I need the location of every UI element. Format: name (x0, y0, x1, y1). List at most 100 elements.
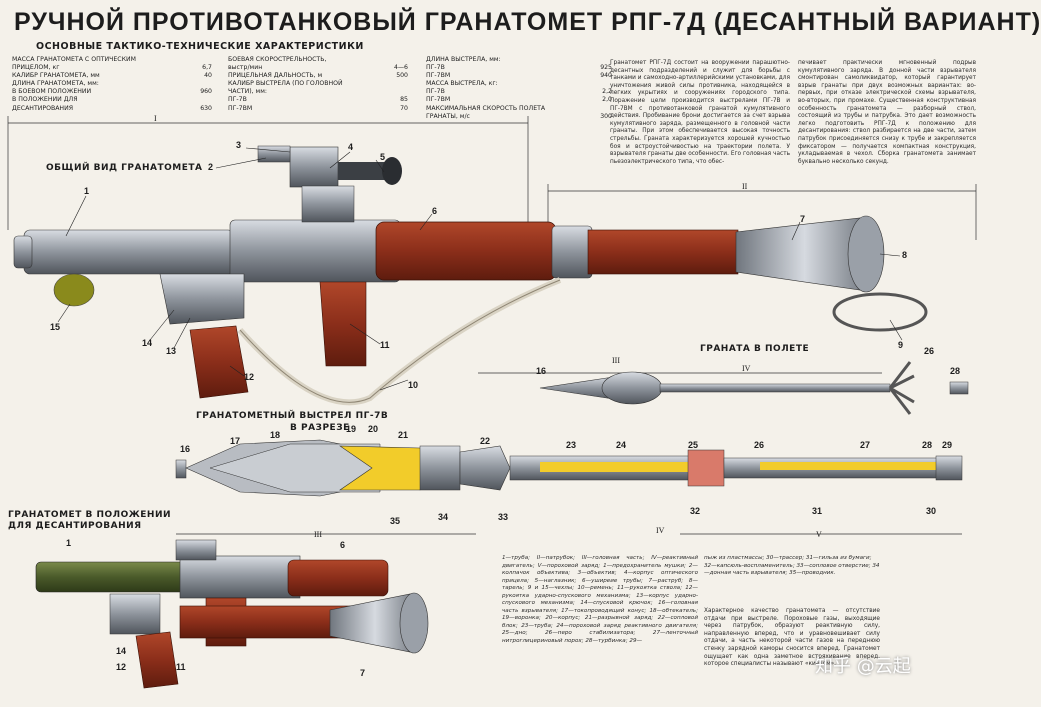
spec-row: ГРАНАТЫ, м/с 300 (426, 113, 612, 121)
part-number: 7 (360, 668, 366, 678)
spec-label: В ПОЛОЖЕНИИ ДЛЯ (12, 96, 78, 104)
part-number: 32 (690, 506, 701, 516)
part-number: 11 (176, 662, 186, 672)
part-number: 33 (498, 512, 509, 522)
caption-general-view: ОБЩИЙ ВИД ГРАНАТОМЕТА (46, 163, 203, 173)
part-number: 21 (398, 430, 409, 440)
roman-label: IV (656, 526, 665, 535)
part-number: 28 (950, 366, 961, 376)
spec-value: 85 (400, 96, 408, 104)
spec-label: ПГ-7В (426, 88, 445, 96)
part-number: 13 (166, 346, 177, 356)
spec-value: 4—6 (393, 64, 408, 72)
spec-row: ДЛИНА ВЫСТРЕЛА, мм: (426, 56, 612, 64)
part-number: 16 (180, 444, 191, 454)
spec-row: ПГ-7ВМ 940 (426, 72, 612, 80)
spec-value: 2,0 (602, 96, 612, 104)
part-number: 20 (368, 424, 379, 434)
part-number: 27 (860, 440, 871, 450)
rpg-landing-position (35, 539, 429, 689)
spec-label: выстр/мин (228, 64, 263, 72)
spec-value: 300 (600, 112, 612, 120)
part-number: 4 (348, 142, 354, 152)
description-text-a: Гранатомет РПГ-7Д состоит на вооружении … (610, 60, 790, 165)
roman-label: IV (742, 364, 751, 373)
spec-value: 70 (400, 104, 408, 112)
spec-label: ПГ-7ВМ (228, 104, 253, 112)
spec-label: В БОЕВОМ ПОЛОЖЕНИИ (12, 88, 92, 96)
spec-label: ПГ-7В (228, 96, 247, 104)
spec-label: ПРИЦЕЛОМ, кг (12, 64, 60, 72)
spec-label: ДЛИНА ВЫСТРЕЛА, мм: (426, 56, 501, 63)
spec-label: ГРАНАТЫ, м/с (426, 112, 470, 120)
spec-label: КАЛИБР ВЫСТРЕЛА (ПО ГОЛОВНОЙ (228, 80, 343, 88)
part-number: 8 (902, 250, 908, 260)
spec-label: МАКСИМАЛЬНАЯ СКОРОСТЬ ПОЛЕТА (426, 104, 546, 112)
part-number: 24 (616, 440, 627, 450)
round-cross-section (175, 439, 963, 497)
part-number: 14 (116, 646, 127, 656)
part-number: 34 (438, 512, 449, 522)
part-number: 14 (142, 338, 153, 348)
spec-label: БОЕВАЯ СКОРОСТРЕЛЬНОСТЬ, (228, 56, 327, 63)
spec-label: ПГ-7В (426, 64, 445, 72)
weapon-illustrations (7, 116, 977, 689)
grenade-in-flight (539, 361, 969, 415)
roman-label: III (612, 356, 620, 365)
spec-row: ДЛИНА ГРАНАТОМЕТА, мм: (12, 80, 212, 88)
part-number: 10 (408, 380, 419, 390)
caption-grenade-flight: ГРАНАТА В ПОЛЕТЕ (700, 344, 810, 354)
roman-label: I (154, 114, 157, 123)
description-text-c: Характерное качество гранатомета — отсут… (704, 608, 880, 668)
part-number: 30 (926, 506, 937, 516)
part-number: 17 (230, 436, 241, 446)
spec-value: 500 (396, 72, 408, 80)
spec-label: ПГ-7ВМ (426, 96, 451, 104)
spec-row: БОЕВАЯ СКОРОСТРЕЛЬНОСТЬ, (228, 56, 408, 64)
roman-label: II (742, 182, 748, 191)
part-number: 18 (270, 430, 281, 440)
spec-row: ЧАСТИ), мм: (228, 88, 408, 96)
part-number: 35 (390, 516, 401, 526)
spec-row: В ПОЛОЖЕНИИ ДЛЯ (12, 96, 212, 104)
spec-label: ПГ-7ВМ (426, 72, 451, 80)
part-number: 9 (898, 340, 904, 350)
spec-row: выстр/мин 4—6 (228, 64, 408, 72)
watermark: 知乎 @云起 (815, 656, 911, 677)
part-number: 28 (922, 440, 933, 450)
spec-row: ПГ-7В 2,2 (426, 88, 612, 96)
part-number: 23 (566, 440, 577, 450)
spec-row: МАССА ГРАНАТОМЕТА С ОПТИЧЕСКИМ (12, 56, 212, 64)
spec-row: МАКСИМАЛЬНАЯ СКОРОСТЬ ПОЛЕТА (426, 105, 612, 113)
spec-label: ПРИЦЕЛЬНАЯ ДАЛЬНОСТЬ, м (228, 72, 323, 80)
page-title: РУЧНОЙ ПРОТИВОТАНКОВЫЙ ГРАНАТОМЕТ РПГ-7Д… (14, 8, 1041, 36)
part-number: 12 (244, 372, 255, 382)
part-number: 25 (688, 440, 699, 450)
part-number: 6 (432, 206, 438, 216)
spec-label: МАССА ВЫСТРЕЛА, кг: (426, 80, 498, 88)
spec-value: 2,2 (602, 88, 612, 96)
part-number: 29 (942, 440, 953, 450)
caption-landing: ГРАНАТОМЕТ В ПОЛОЖЕНИИ (8, 510, 172, 520)
spec-value: 940 (600, 72, 612, 80)
spec-row: ПГ-7ВМ 70 (228, 105, 408, 113)
part-number: 3 (236, 140, 242, 150)
spec-value: 630 (200, 104, 212, 112)
spec-row: КАЛИБР ВЫСТРЕЛА (ПО ГОЛОВНОЙ (228, 80, 408, 88)
part-number: 2 (208, 162, 214, 172)
spec-label: КАЛИБР ГРАНАТОМЕТА, мм (12, 72, 100, 80)
specs-heading: ОСНОВНЫЕ ТАКТИКО-ТЕХНИЧЕСКИЕ ХАРАКТЕРИСТ… (36, 41, 364, 52)
rpg-general-view (13, 145, 928, 406)
spec-label: ЧАСТИ), мм: (228, 88, 267, 96)
part-number: 12 (116, 662, 127, 672)
part-number: 19 (346, 424, 357, 434)
spec-row: ПРИЦЕЛЬНАЯ ДАЛЬНОСТЬ, м 500 (228, 72, 408, 80)
spec-row: ПГ-7ВМ 2,0 (426, 96, 612, 104)
part-number: 1 (84, 186, 90, 196)
